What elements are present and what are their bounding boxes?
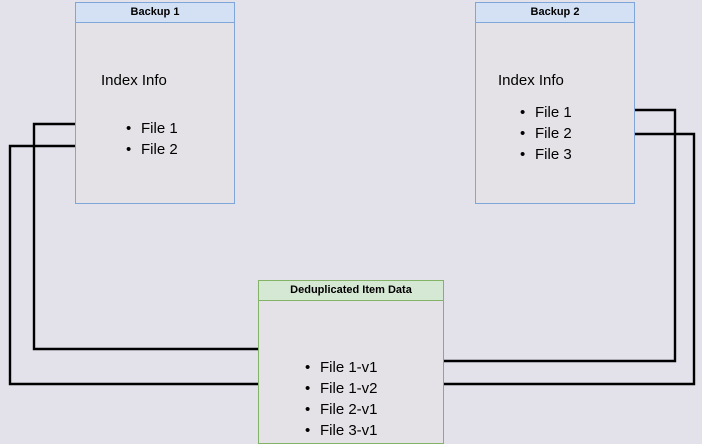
list-item: File 2-v1: [305, 399, 378, 420]
list-item: File 3-v1: [305, 420, 378, 441]
node-backup-1[interactable]: Backup 1 Index Info File 1 File 2: [75, 2, 235, 204]
index-info-label-1: Index Info: [101, 72, 167, 89]
list-item: File 1: [520, 102, 572, 123]
node-deduplicated-item-data-body: File 1-v1 File 1-v2 File 2-v1 File 3-v1: [259, 301, 443, 443]
index-info-label-2: Index Info: [498, 72, 564, 89]
file-list-backup-1: File 1 File 2: [126, 118, 178, 160]
node-deduplicated-item-data-header: Deduplicated Item Data: [259, 281, 443, 301]
connector-b2-file1-to-file1v2: [400, 108, 677, 365]
connector-b2-file2-to-file2v1: [400, 132, 696, 388]
node-backup-2[interactable]: Backup 2 Index Info File 1 File 2 File 3: [475, 2, 635, 204]
file-list-dedup: File 1-v1 File 1-v2 File 2-v1 File 3-v1: [305, 357, 378, 441]
node-deduplicated-item-data[interactable]: Deduplicated Item Data File 1-v1 File 1-…: [258, 280, 444, 444]
list-item: File 1-v2: [305, 378, 378, 399]
list-item: File 1: [126, 118, 178, 139]
list-item: File 2: [126, 139, 178, 160]
list-item: File 2: [520, 123, 572, 144]
file-list-backup-2: File 1 File 2 File 3: [520, 102, 572, 165]
node-backup-2-body: Index Info File 1 File 2 File 3: [476, 23, 634, 203]
node-backup-2-header: Backup 2: [476, 3, 634, 23]
connector-b1-file2-to-file2v1: [8, 144, 298, 388]
node-backup-1-body: Index Info File 1 File 2: [76, 23, 234, 203]
list-item: File 1-v1: [305, 357, 378, 378]
node-backup-1-header: Backup 1: [76, 3, 234, 23]
list-item: File 3: [520, 144, 572, 165]
